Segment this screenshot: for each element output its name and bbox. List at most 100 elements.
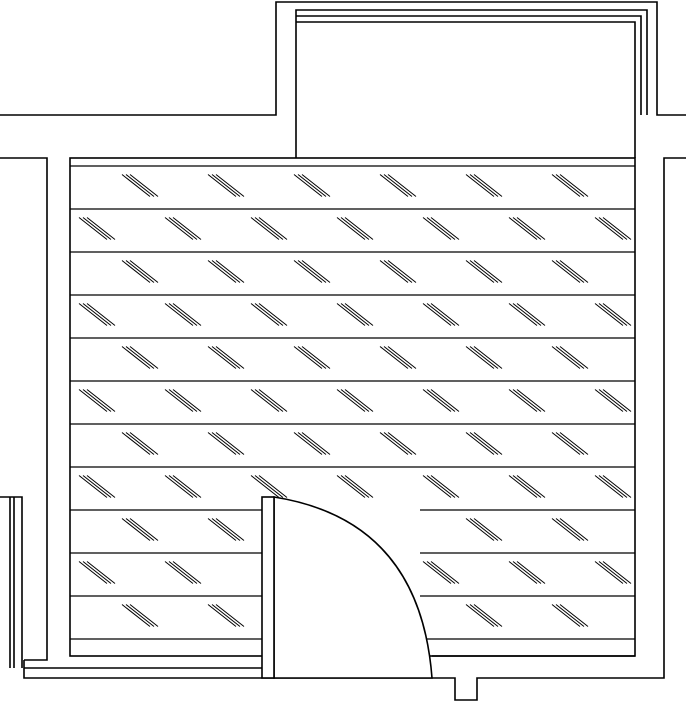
hatch-mark (430, 217, 460, 240)
hatch-mark (422, 561, 452, 584)
hatch-mark (164, 475, 194, 498)
hatch-mark (555, 432, 585, 455)
hatch-mark (168, 217, 198, 240)
hatch-mark (559, 518, 589, 541)
hatch-mark (465, 604, 495, 627)
hatch-mark (250, 217, 280, 240)
hatch-mark (379, 174, 409, 197)
hatch-mark (172, 303, 202, 326)
hatch-mark (598, 475, 628, 498)
hatch-mark (387, 174, 417, 197)
hatch-mark (129, 432, 159, 455)
alcove-inner-line-2 (296, 21, 636, 158)
hatch-mark (78, 561, 108, 584)
hatch-mark (379, 432, 409, 455)
hatch-mark (336, 217, 366, 240)
hatch-mark (383, 346, 413, 369)
hatch-mark (387, 432, 417, 455)
hatch-mark (301, 432, 331, 455)
hatch-mark (86, 217, 116, 240)
hatch-mark (129, 260, 159, 283)
hatch-mark (516, 217, 546, 240)
hatch-mark (164, 389, 194, 412)
hatch-mark (383, 260, 413, 283)
hatch-mark (82, 303, 112, 326)
hatch-mark (301, 260, 331, 283)
hatch-mark (516, 475, 546, 498)
hatch-mark (551, 604, 581, 627)
hatch-mark (555, 518, 585, 541)
hatch-mark (215, 260, 245, 283)
hatch-mark (516, 561, 546, 584)
hatch-mark (254, 389, 284, 412)
hatch-mark (250, 303, 280, 326)
hatch-mark (78, 217, 108, 240)
outer-wall (0, 1, 686, 116)
hatch-mark (207, 518, 237, 541)
hatch-mark (168, 389, 198, 412)
hatch-mark (340, 389, 370, 412)
hatch-mark (207, 432, 237, 455)
hatch-mark (422, 303, 452, 326)
left-wall (0, 157, 48, 661)
hatch-mark (602, 475, 632, 498)
hatch-mark (473, 346, 503, 369)
hatch-mark (512, 475, 542, 498)
hatch-mark (602, 561, 632, 584)
hatch-mark (422, 475, 452, 498)
hatch-mark (469, 174, 499, 197)
hatch-mark (86, 561, 116, 584)
hatch-mark (121, 260, 151, 283)
hatch-mark (129, 174, 159, 197)
hatch-mark (215, 518, 245, 541)
hatch-mark (336, 389, 366, 412)
door-leaf[interactable] (261, 496, 275, 679)
hatch-mark (465, 174, 495, 197)
hatch-mark (164, 561, 194, 584)
hatch-mark (469, 432, 499, 455)
hatch-mark (297, 174, 327, 197)
hatch-mark (508, 217, 538, 240)
hatch-mark (86, 389, 116, 412)
hatch-mark (344, 217, 374, 240)
hatch-mark (121, 346, 151, 369)
hatch-mark (594, 303, 624, 326)
hatch-mark (254, 303, 284, 326)
hatch-mark (125, 518, 155, 541)
hatch-mark (465, 260, 495, 283)
hatch-mark (215, 346, 245, 369)
hatch-mark (82, 561, 112, 584)
hatch-mark (426, 475, 456, 498)
hatch-mark (430, 389, 460, 412)
hatch-mark (297, 260, 327, 283)
hatch-mark (551, 346, 581, 369)
hatch-mark (125, 174, 155, 197)
hatch-mark (598, 217, 628, 240)
hatch-mark (469, 604, 499, 627)
hatch-mark (387, 260, 417, 283)
hatch-mark (598, 303, 628, 326)
hatch-mark (211, 518, 241, 541)
hatch-mark (125, 346, 155, 369)
hatch-mark (594, 561, 624, 584)
hatch-mark (602, 389, 632, 412)
hatch-mark (293, 432, 323, 455)
hatch-mark (559, 174, 589, 197)
hatch-mark (121, 174, 151, 197)
hatch-mark (250, 389, 280, 412)
hatch-mark (129, 346, 159, 369)
hatch-mark (301, 346, 331, 369)
hatch-mark (125, 604, 155, 627)
hatch-mark (512, 389, 542, 412)
hatch-mark (465, 432, 495, 455)
hatch-mark (555, 174, 585, 197)
hatch-mark (125, 432, 155, 455)
hatch-mark (426, 217, 456, 240)
hatch-mark (215, 604, 245, 627)
hatch-mark (516, 389, 546, 412)
hatch-mark (215, 432, 245, 455)
hatch-mark (297, 432, 327, 455)
hatch-mark (426, 561, 456, 584)
hatch-mark (383, 432, 413, 455)
